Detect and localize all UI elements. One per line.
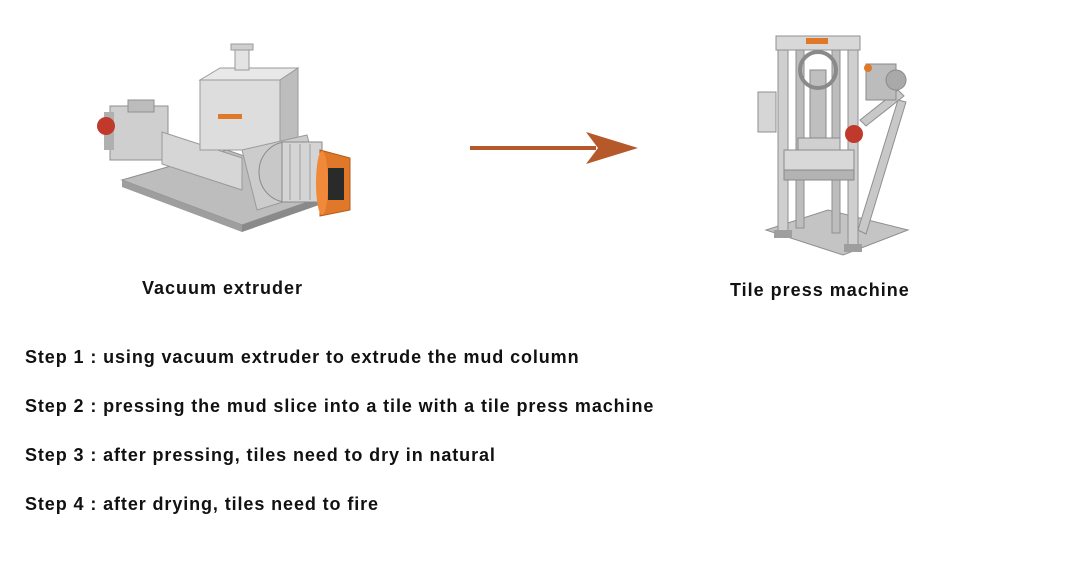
vacuum-extruder-label: Vacuum extruder xyxy=(142,278,304,298)
step-4: Step 4 : after drying, tiles need to fir… xyxy=(25,494,379,514)
step-1: Step 1 : using vacuum extruder to extrud… xyxy=(25,347,580,367)
step-3: Step 3 : after pressing, tiles need to d… xyxy=(25,445,496,465)
step-2: Step 2 : pressing the mud slice into a t… xyxy=(25,396,655,416)
tile-press-machine-icon xyxy=(748,30,918,268)
process-steps-list: Step 1 : using vacuum extruder to extrud… xyxy=(25,346,1025,542)
tile-press-machine-label: Tile press machine xyxy=(730,280,910,300)
vacuum-extruder-icon xyxy=(92,40,357,240)
flow-arrow-icon xyxy=(470,132,638,164)
